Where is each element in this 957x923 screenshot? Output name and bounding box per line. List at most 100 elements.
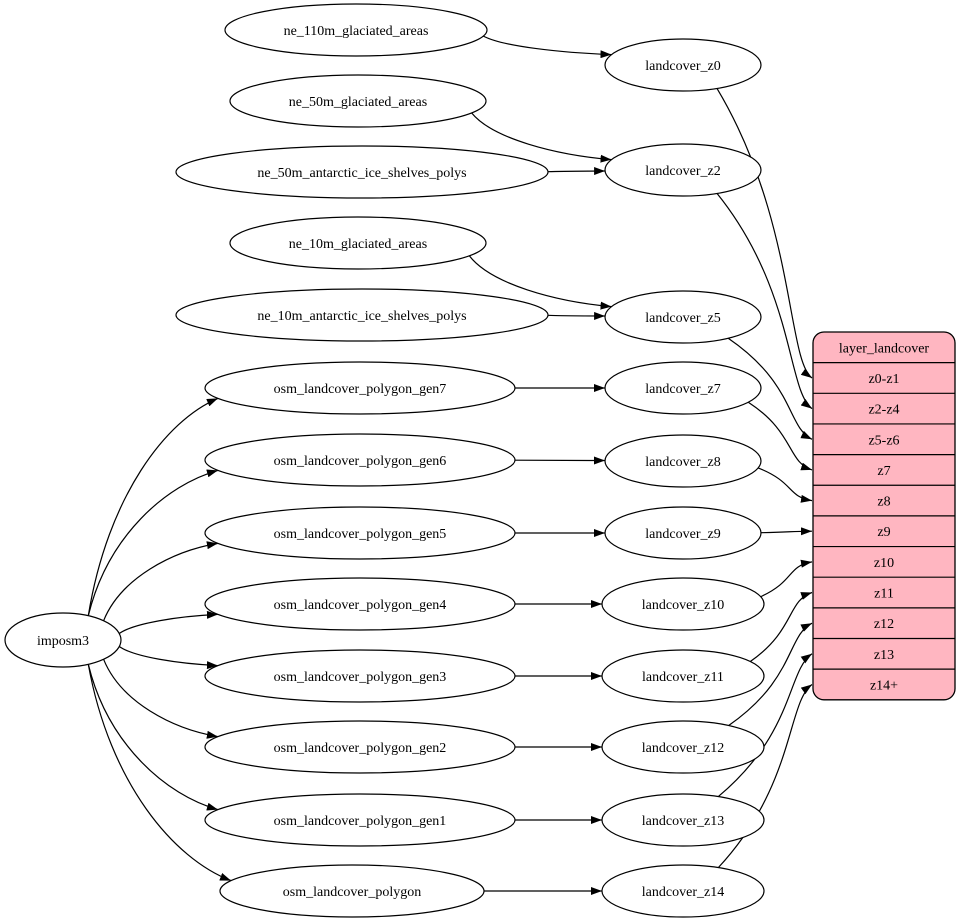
node-label-osm_landcover_polygon_gen5: osm_landcover_polygon_gen5 — [274, 527, 447, 542]
nodes-layer: imposm3 ne_110m_glaciated_areas ne_50m_gla… — [4, 3, 765, 918]
node-label-landcover_z0: landcover_z0 — [645, 59, 720, 74]
node-imposm3: imposm3 — [4, 612, 122, 668]
edge-imposm3-to-osm_landcover_polygon — [87, 664, 232, 882]
node-osm_landcover_polygon: osm_landcover_polygon — [219, 864, 485, 918]
node-label-ne_50m_antarctic_ice_shelves_polys: ne_50m_antarctic_ice_shelves_polys — [257, 166, 466, 181]
node-landcover_z9: landcover_z9 — [604, 506, 762, 560]
edge-imposm3-to-osm_landcover_polygon_gen7 — [87, 397, 219, 616]
node-label-landcover_z13: landcover_z13 — [642, 814, 724, 829]
edge-ne_10m_glaciated_areas-to-landcover_z5 — [468, 255, 612, 310]
node-ne_50m_glaciated_areas: ne_50m_glaciated_areas — [229, 74, 487, 128]
edge-imposm3-to-osm_landcover_polygon_gen5 — [103, 541, 218, 621]
node-label-osm_landcover_polygon_gen2: osm_landcover_polygon_gen2 — [274, 741, 447, 756]
table-row-z12: z12 — [874, 617, 894, 632]
node-ne_50m_antarctic_ice_shelves_polys: ne_50m_antarctic_ice_shelves_polys — [175, 145, 549, 199]
node-osm_landcover_polygon_gen4: osm_landcover_polygon_gen4 — [204, 577, 516, 631]
node-ellipse-osm_landcover_polygon_gen2 — [204, 720, 516, 774]
node-label-osm_landcover_polygon_gen7: osm_landcover_polygon_gen7 — [274, 382, 447, 397]
node-label-imposm3: imposm3 — [37, 634, 89, 649]
node-ellipse-landcover_z12 — [601, 720, 765, 774]
node-osm_landcover_polygon_gen2: osm_landcover_polygon_gen2 — [204, 720, 516, 774]
table-row-z0-z1: z0-z1 — [868, 372, 899, 387]
node-ellipse-ne_50m_antarctic_ice_shelves_polys — [175, 145, 549, 199]
edge-landcover_z12-to-z12 — [728, 622, 813, 726]
node-ne_10m_antarctic_ice_shelves_polys: ne_10m_antarctic_ice_shelves_polys — [175, 288, 549, 342]
node-label-ne_50m_glaciated_areas: ne_50m_glaciated_areas — [289, 95, 427, 110]
node-ellipse-landcover_z5 — [604, 290, 762, 344]
node-label-ne_110m_glaciated_areas: ne_110m_glaciated_areas — [284, 24, 429, 39]
node-landcover_z7: landcover_z7 — [604, 361, 762, 415]
edge-ne_10m_antarctic_ice_shelves_polys-to-landcover_z5 — [547, 311, 606, 320]
edge-landcover_z0-to-z0-z1 — [716, 88, 813, 379]
node-ellipse-ne_10m_glaciated_areas — [229, 216, 487, 270]
node-label-landcover_z8: landcover_z8 — [645, 455, 720, 470]
node-ellipse-osm_landcover_polygon_gen5 — [204, 506, 516, 560]
node-ellipse-osm_landcover_polygon_gen3 — [204, 649, 516, 703]
node-ellipse-ne_10m_antarctic_ice_shelves_polys — [175, 288, 549, 342]
node-ellipse-osm_landcover_polygon_gen4 — [204, 577, 516, 631]
node-label-ne_10m_glaciated_areas: ne_10m_glaciated_areas — [289, 237, 427, 252]
table-row-z10: z10 — [874, 556, 894, 571]
node-label-osm_landcover_polygon_gen4: osm_landcover_polygon_gen4 — [274, 598, 447, 613]
node-ellipse-landcover_z10 — [601, 577, 765, 631]
node-osm_landcover_polygon_gen1: osm_landcover_polygon_gen1 — [204, 793, 516, 847]
edge-imposm3-to-osm_landcover_polygon_gen2 — [103, 659, 218, 739]
node-ellipse-landcover_z0 — [604, 38, 762, 92]
node-label-osm_landcover_polygon_gen3: osm_landcover_polygon_gen3 — [274, 670, 447, 685]
node-ellipse-osm_landcover_polygon_gen1 — [204, 793, 516, 847]
edge-ne_50m_antarctic_ice_shelves_polys-to-landcover_z2 — [547, 167, 606, 176]
node-label-ne_10m_antarctic_ice_shelves_polys: ne_10m_antarctic_ice_shelves_polys — [257, 309, 466, 324]
node-landcover_z5: landcover_z5 — [604, 290, 762, 344]
node-ne_110m_glaciated_areas: ne_110m_glaciated_areas — [224, 3, 488, 57]
node-label-landcover_z11: landcover_z11 — [642, 670, 724, 685]
node-ellipse-osm_landcover_polygon_gen6 — [204, 433, 516, 487]
node-ellipse-ne_50m_glaciated_areas — [229, 74, 487, 128]
node-label-osm_landcover_polygon_gen1: osm_landcover_polygon_gen1 — [274, 814, 447, 829]
edge-imposm3-to-osm_landcover_polygon_gen1 — [87, 664, 219, 811]
node-landcover_z8: landcover_z8 — [604, 434, 762, 488]
node-ne_10m_glaciated_areas: ne_10m_glaciated_areas — [229, 216, 487, 270]
table-row-z2-z4: z2-z4 — [868, 403, 899, 418]
node-landcover_z2: landcover_z2 — [604, 143, 762, 197]
table-layer: layer_landcoverz0-z1z2-z4z5-z6z7z8z9z10z… — [812, 331, 956, 701]
table-row-z7: z7 — [877, 464, 890, 479]
edge-landcover_z13-to-z13 — [717, 653, 813, 798]
edge-imposm3-to-osm_landcover_polygon_gen3 — [118, 646, 218, 670]
node-landcover_z12: landcover_z12 — [601, 720, 765, 774]
edge-landcover_z7-to-z7 — [747, 401, 813, 471]
node-ellipse-ne_110m_glaciated_areas — [224, 3, 488, 57]
table-row-z11: z11 — [874, 587, 894, 602]
edge-ne_110m_glaciated_areas-to-landcover_z0 — [483, 35, 612, 59]
table-row-z9: z9 — [877, 525, 890, 540]
edges-layer — [87, 35, 813, 896]
node-landcover_z11: landcover_z11 — [601, 649, 765, 703]
node-ellipse-landcover_z2 — [604, 143, 762, 197]
node-landcover_z13: landcover_z13 — [601, 793, 765, 847]
edge-landcover_z8-to-z8 — [757, 467, 813, 503]
node-ellipse-landcover_z11 — [601, 649, 765, 703]
node-ellipse-osm_landcover_polygon_gen7 — [204, 361, 516, 415]
node-label-landcover_z14: landcover_z14 — [642, 885, 724, 900]
edge-imposm3-to-osm_landcover_polygon_gen4 — [118, 610, 218, 634]
node-label-landcover_z10: landcover_z10 — [642, 598, 724, 613]
node-osm_landcover_polygon_gen7: osm_landcover_polygon_gen7 — [204, 361, 516, 415]
edge-imposm3-to-osm_landcover_polygon_gen6 — [87, 469, 219, 616]
node-osm_landcover_polygon_gen5: osm_landcover_polygon_gen5 — [204, 506, 516, 560]
node-ellipse-landcover_z7 — [604, 361, 762, 415]
edge-landcover_z10-to-z10 — [760, 559, 813, 598]
node-ellipse-landcover_z8 — [604, 434, 762, 488]
node-label-osm_landcover_polygon_gen6: osm_landcover_polygon_gen6 — [274, 454, 447, 469]
table-row-z8: z8 — [877, 495, 890, 510]
edge-landcover_z5-to-z5-z6 — [727, 337, 813, 440]
node-label-landcover_z9: landcover_z9 — [645, 527, 720, 542]
node-landcover_z10: landcover_z10 — [601, 577, 765, 631]
node-label-landcover_z7: landcover_z7 — [645, 382, 720, 397]
node-landcover_z0: landcover_z0 — [604, 38, 762, 92]
table-row-z13: z13 — [874, 648, 894, 663]
node-landcover_z14: landcover_z14 — [601, 864, 765, 918]
edge-ne_50m_glaciated_areas-to-landcover_z2 — [471, 112, 612, 163]
node-label-landcover_z5: landcover_z5 — [645, 311, 720, 326]
node-label-landcover_z2: landcover_z2 — [645, 164, 720, 179]
node-osm_landcover_polygon_gen6: osm_landcover_polygon_gen6 — [204, 433, 516, 487]
